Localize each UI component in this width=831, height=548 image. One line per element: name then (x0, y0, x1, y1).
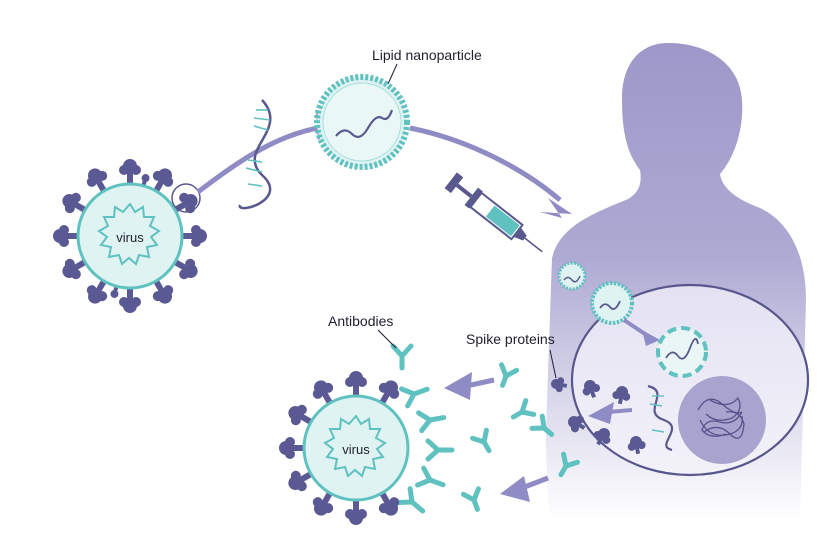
virus-bottom-envelope (302, 394, 410, 502)
virus-top: virus (53, 159, 207, 313)
antibodies-label: Antibodies (328, 313, 393, 329)
virus-top-envelope (76, 182, 184, 290)
virus-bottom-rna (323, 414, 387, 478)
syringe (444, 172, 543, 253)
arrow-nanoparticle-to-body (409, 125, 562, 202)
spike-proteins-label-leader (549, 349, 557, 379)
nanoparticle-medium (590, 281, 634, 325)
virus-bottom-label: virus (342, 442, 370, 457)
lipid-nanoparticle-label: Lipid nanoparticle (372, 47, 482, 63)
mrna-strand (238, 99, 272, 210)
cytoplasm-mrna (647, 384, 673, 452)
spike-proteins-label: Spike proteins (466, 331, 555, 347)
arrow-nanoparticle-to-body-head (540, 198, 572, 218)
nanoparticle-small (557, 261, 587, 291)
cell-spike-proteins (551, 377, 646, 455)
chromatin (697, 396, 745, 439)
lipid-label-leader (387, 63, 398, 85)
antibodies (390, 343, 580, 514)
virus-bottom: virus (279, 371, 410, 525)
arrow-virus-to-nanoparticle (196, 123, 331, 194)
spike-highlight-circle (171, 183, 201, 213)
antibodies-label-leader (377, 329, 397, 349)
virus-top-label: virus (116, 230, 144, 245)
nanoparticle-opening (656, 326, 708, 378)
virus-top-rna (97, 202, 161, 266)
lipid-nanoparticle-top (314, 74, 410, 170)
virus-top-spikes (53, 159, 207, 313)
arrow-cell-out (588, 402, 614, 424)
arrows-toward-virus (444, 372, 549, 502)
